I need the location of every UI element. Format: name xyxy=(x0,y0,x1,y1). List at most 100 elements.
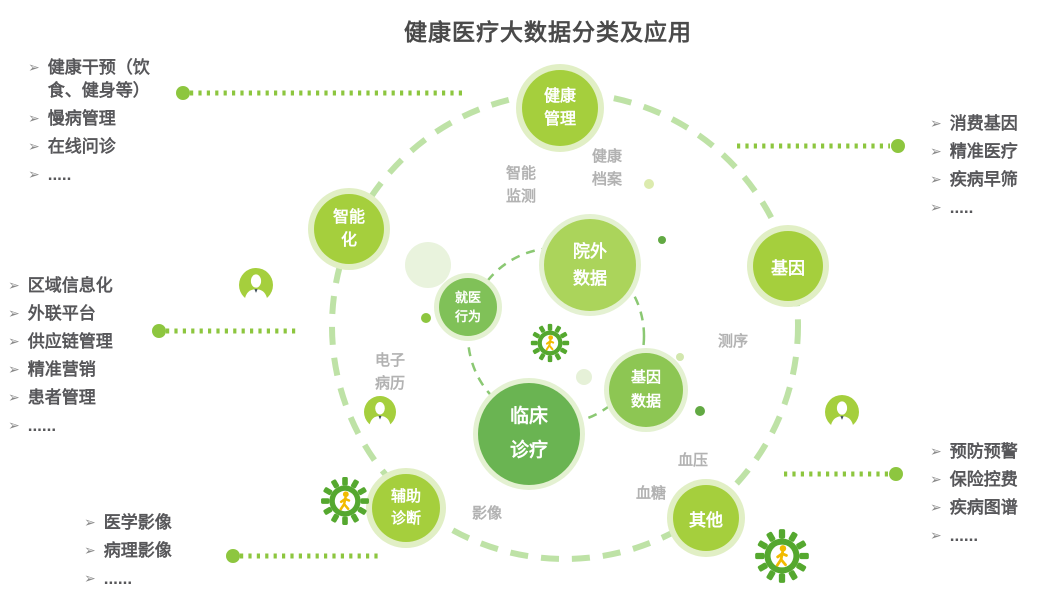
arrow-bullet-icon: ➢ xyxy=(28,59,40,75)
node-label: 健康管理 xyxy=(543,87,576,128)
node-gene: 基因 xyxy=(753,231,823,301)
list-item: ➢...... xyxy=(8,414,178,437)
node-label: 其他 xyxy=(689,510,723,530)
label-blood-pressure: 血压 xyxy=(677,452,708,469)
list-item: ➢ 慢病管理 xyxy=(28,107,188,130)
arrow-bullet-icon: ➢ xyxy=(28,110,40,126)
list-item-label: 病理影像 xyxy=(103,541,172,560)
arrow-bullet-icon: ➢ xyxy=(930,527,942,543)
label-smart-monitoring: 智能监测 xyxy=(505,165,536,205)
circle-medical-behavior: 就医行为 xyxy=(439,278,497,336)
label-health-records: 健康档案 xyxy=(591,148,622,188)
arrow-bullet-icon: ➢ xyxy=(930,171,942,187)
list-item-label: 预防预警 xyxy=(949,442,1018,461)
circle-label: 临床诊疗 xyxy=(509,405,548,461)
list-item-label: ..... xyxy=(949,198,974,217)
list-item-label: 保险控费 xyxy=(949,470,1018,489)
node-intelligence: 智能化 xyxy=(314,194,384,264)
list-item: ➢ 保险控费 xyxy=(930,468,1040,491)
list-item: ➢ 医学影像 xyxy=(84,511,234,534)
list-item-label: ...... xyxy=(27,416,57,435)
list-item: ➢ 疾病早筛 xyxy=(930,168,1040,191)
list-item-label: ...... xyxy=(949,526,979,545)
list-item: ➢ 供应链管理 xyxy=(8,330,178,353)
list-item: ➢ 患者管理 xyxy=(8,386,178,409)
list-health-management-apps: ➢健康干预（饮食、健身等） ➢ 慢病管理 ➢在线问诊 ➢..... xyxy=(28,56,188,191)
list-item: ➢...... xyxy=(84,567,234,590)
arrow-bullet-icon: ➢ xyxy=(28,166,40,182)
node-assisted-diagnosis: 辅助诊断 xyxy=(372,474,440,542)
list-item: ➢ 精准营销 xyxy=(8,358,178,381)
circle-gene-data: 基因数据 xyxy=(609,353,683,427)
arrow-bullet-icon: ➢ xyxy=(930,115,942,131)
inner-dashed-ring xyxy=(466,246,646,426)
list-gene-apps: ➢ 消费基因 ➢ 精准医疗 ➢ 疾病早筛 ➢..... xyxy=(930,112,1040,224)
circle-clinical-treatment: 临床诊疗 xyxy=(478,383,580,485)
person-avatar-icon xyxy=(825,395,859,429)
arrow-bullet-icon: ➢ xyxy=(8,277,20,293)
arrow-bullet-icon: ➢ xyxy=(84,542,96,558)
list-item-label: 区域信息化 xyxy=(27,276,113,295)
list-item-label: 供应链管理 xyxy=(27,332,113,351)
list-item: ➢疾病图谱 xyxy=(930,496,1040,519)
list-item: ➢在线问诊 xyxy=(28,135,188,158)
node-label: 智能化 xyxy=(332,208,365,249)
arrow-bullet-icon: ➢ xyxy=(8,417,20,433)
list-item: ➢ 区域信息化 xyxy=(8,274,178,297)
list-item-label: ..... xyxy=(47,165,72,184)
node-health-management: 健康管理 xyxy=(522,70,598,146)
list-item-label: 患者管理 xyxy=(27,388,96,407)
list-item: ➢ 精准医疗 xyxy=(930,140,1040,163)
list-item-label: 慢病管理 xyxy=(47,109,116,128)
list-item: ➢ 病理影像 xyxy=(84,539,234,562)
list-item-label: 消费基因 xyxy=(949,114,1018,133)
list-item-label: ...... xyxy=(103,569,133,588)
list-item: ➢健康干预（饮食、健身等） xyxy=(28,56,188,102)
connector-end-dots xyxy=(152,86,905,563)
node-others: 其他 xyxy=(673,485,739,551)
list-item: ➢...... xyxy=(930,524,1040,547)
walking-person-glyph xyxy=(339,496,351,511)
arrow-bullet-icon: ➢ xyxy=(28,138,40,154)
person-avatar-icon xyxy=(239,268,273,302)
node-label: 基因 xyxy=(771,258,805,278)
label-imaging: 影像 xyxy=(471,505,502,522)
arrow-bullet-icon: ➢ xyxy=(8,389,20,405)
arrow-bullet-icon: ➢ xyxy=(8,305,20,321)
decor-pale-circles xyxy=(405,179,684,385)
arrow-bullet-icon: ➢ xyxy=(930,199,942,215)
arrow-bullet-icon: ➢ xyxy=(8,361,20,377)
walking-person-glyph xyxy=(545,339,555,351)
arrow-bullet-icon: ➢ xyxy=(8,333,20,349)
list-assisted-diagnosis-apps: ➢ 医学影像 ➢ 病理影像 ➢...... xyxy=(84,511,234,591)
arrow-bullet-icon: ➢ xyxy=(84,570,96,586)
list-intelligence-apps: ➢区域信息化 ➢外联平台 ➢供应链管理 ➢精准营销 ➢患者管理 ➢...... xyxy=(8,274,178,442)
list-item-label: 精准营销 xyxy=(27,360,96,379)
arrow-bullet-icon: ➢ xyxy=(84,514,96,530)
list-item: ➢ 预防预警 xyxy=(930,440,1040,463)
page-title: 健康医疗大数据分类及应用 xyxy=(404,19,692,45)
circle-label: 就医行为 xyxy=(454,289,481,325)
arrow-bullet-icon: ➢ xyxy=(930,471,942,487)
walking-person-glyph xyxy=(775,550,788,567)
circle-label: 基因数据 xyxy=(630,369,661,410)
gear-walking-person-icon xyxy=(321,477,369,525)
decor-solid-dots xyxy=(421,236,705,416)
label-sequencing: 测序 xyxy=(717,333,748,350)
person-avatar-icon xyxy=(364,396,396,428)
arrow-bullet-icon: ➢ xyxy=(930,443,942,459)
node-label: 辅助诊断 xyxy=(390,488,421,527)
list-item-label: 精准医疗 xyxy=(949,142,1018,161)
gear-walking-person-icon xyxy=(530,323,570,363)
arrow-bullet-icon: ➢ xyxy=(930,143,942,159)
list-item-label: 疾病早筛 xyxy=(949,170,1018,189)
list-item: ➢..... xyxy=(28,163,188,186)
list-item-label: 医学影像 xyxy=(103,513,172,532)
list-item: ➢ 消费基因 xyxy=(930,112,1040,135)
dotted-connectors xyxy=(166,90,890,559)
list-item: ➢..... xyxy=(930,196,1040,219)
list-item-label: 疾病图谱 xyxy=(949,498,1018,517)
circle-out-of-hospital-data: 院外数据 xyxy=(544,219,636,311)
list-others-apps: ➢预防预警 ➢保险控费 ➢疾病图谱 ➢...... xyxy=(930,440,1040,552)
